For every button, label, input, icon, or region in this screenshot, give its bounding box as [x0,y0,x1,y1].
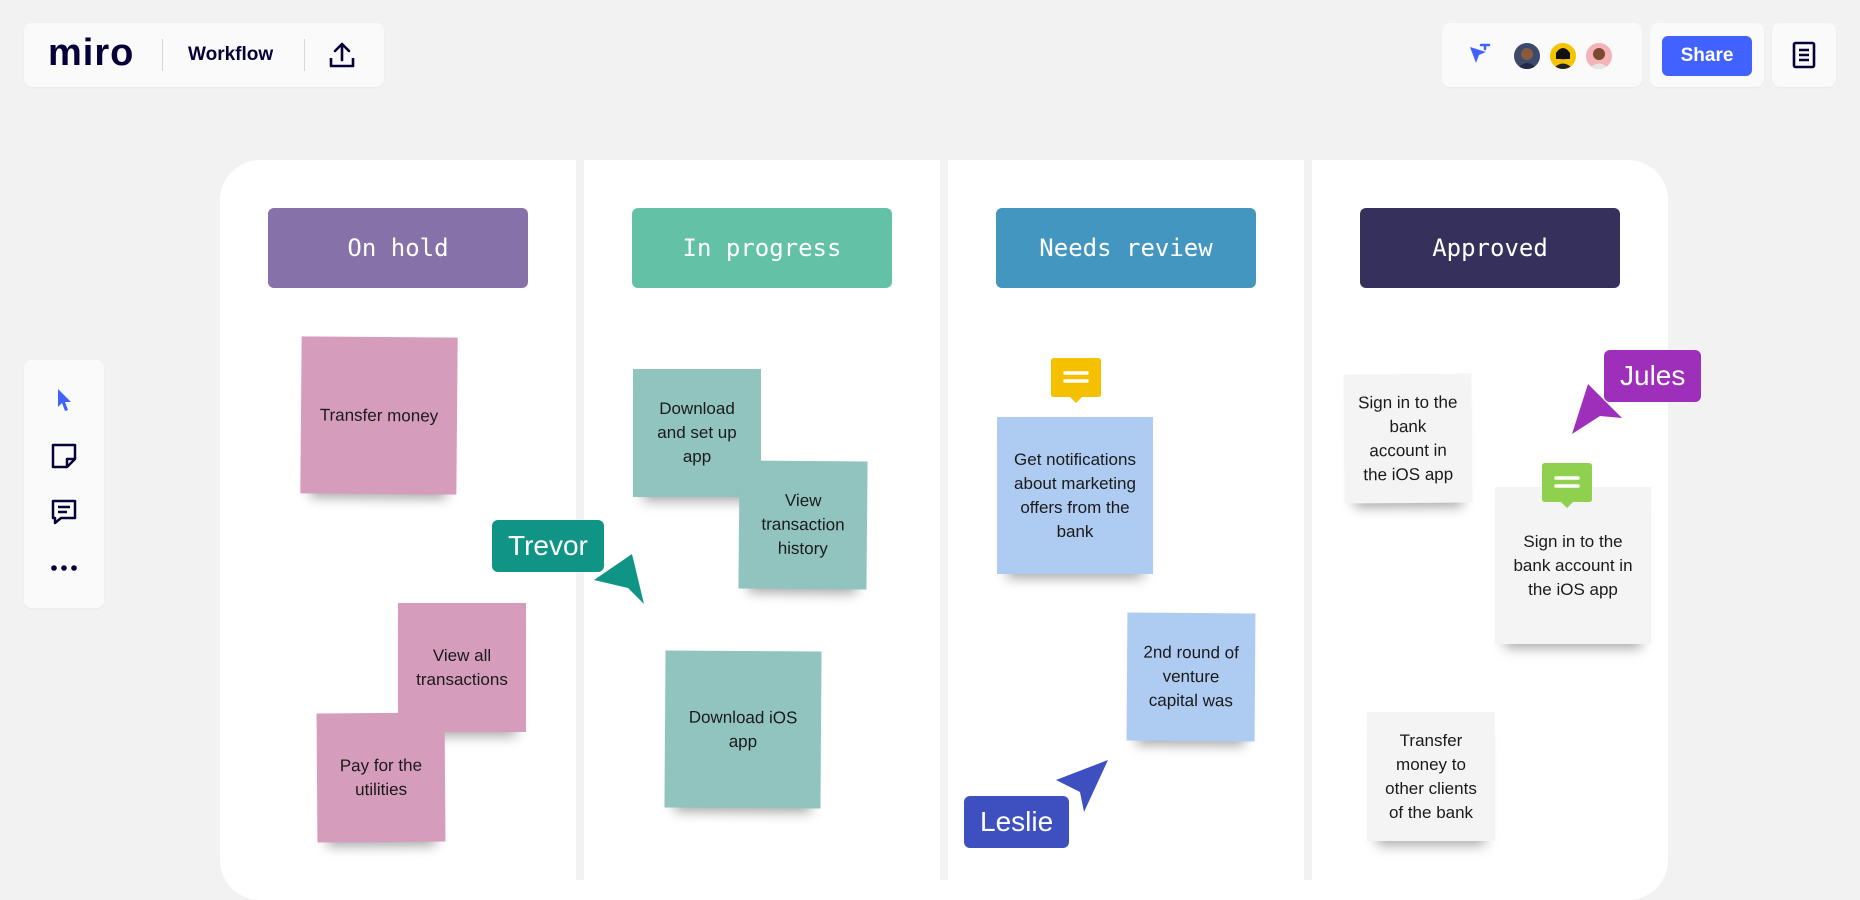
share-button[interactable]: Share [1662,36,1752,76]
cursor-arrow-icon [1572,384,1622,434]
sticky-note[interactable]: Download iOS app [664,650,822,809]
collaborator-avatar[interactable] [1512,41,1542,71]
notes-button[interactable] [1788,39,1820,71]
column-header-in-progress[interactable]: In progress [632,208,892,288]
comment-icon [51,499,77,525]
cursor-arrow-icon [594,554,644,604]
collaborator-avatar[interactable] [1548,41,1578,71]
board-header: miro Workflow [24,23,384,87]
column-header-needs-review[interactable]: Needs review [996,208,1256,288]
more-tools-button[interactable] [44,548,84,588]
sticky-note[interactable]: Pay for the utilities [316,712,446,843]
sticky-note[interactable]: Sign in to the bank account in the iOS a… [1495,487,1651,644]
cursor-label-leslie: Leslie [964,796,1070,848]
collaborators-panel [1442,23,1642,87]
sticky-note-icon [51,443,77,469]
upload-button[interactable] [326,39,358,71]
sticky-note[interactable]: Get notifications about marketing offers… [997,417,1153,574]
more-icon [51,565,77,571]
select-tool[interactable] [44,380,84,420]
comment-bubble-icon [1542,463,1592,508]
board-title[interactable]: Workflow [188,44,274,65]
collaborator-avatar[interactable] [1584,41,1614,71]
cursor-label-jules: Jules [1604,350,1702,402]
sticky-note-tool[interactable] [44,436,84,476]
sticky-note[interactable]: View all transactions [398,603,526,732]
follow-cursor-icon [1470,43,1491,63]
left-toolbar [24,360,104,608]
sticky-note[interactable]: 2nd round of venture capital was [1126,612,1256,742]
comment-bubble-icon [1051,358,1101,403]
cursor-label-trevor: Trevor [492,520,604,572]
comment-tool[interactable] [44,492,84,532]
column-header-approved[interactable]: Approved [1360,208,1620,288]
miro-logo[interactable]: miro [48,32,135,74]
share-panel: Share [1650,23,1764,87]
cursor-arrow-icon [1056,760,1108,812]
divider [162,39,163,71]
follow-cursor-button[interactable] [1464,41,1492,69]
upload-icon [329,42,355,68]
comment-marker[interactable] [1051,358,1101,406]
divider [304,39,305,71]
column-divider [940,160,948,880]
comment-marker[interactable] [1542,463,1592,511]
sticky-note[interactable]: Sign in to the bank account in the iOS a… [1343,373,1473,504]
avatar-icon [1553,48,1573,69]
document-icon [1792,41,1816,69]
column-divider [1304,160,1312,880]
notes-panel [1772,23,1836,87]
sticky-note[interactable]: Transfer money to other clients of the b… [1367,712,1495,841]
avatar-icon [1517,48,1537,69]
column-header-on-hold[interactable]: On hold [268,208,528,288]
sticky-note[interactable]: View transaction history [738,460,868,590]
pointer-icon [58,389,71,411]
avatar-icon [1589,48,1609,69]
sticky-note[interactable]: Transfer money [300,336,458,495]
